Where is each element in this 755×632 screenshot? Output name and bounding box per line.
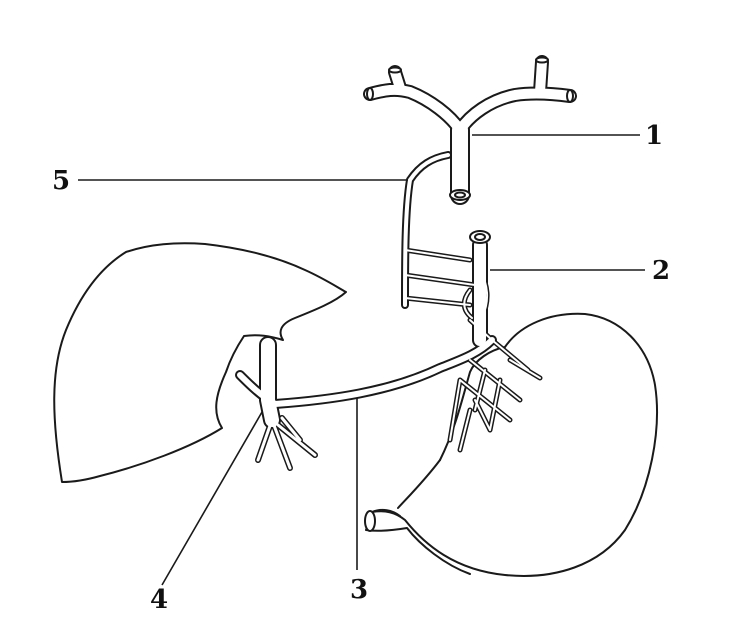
label-5: 5 bbox=[52, 166, 70, 196]
label-3: 3 bbox=[350, 575, 368, 605]
stomach-pylorus bbox=[364, 510, 376, 532]
vessel-network bbox=[235, 55, 577, 471]
label-4: 4 bbox=[150, 585, 168, 615]
leader-4 bbox=[161, 411, 263, 586]
stomach-lower-curve bbox=[397, 459, 441, 509]
label-1: 1 bbox=[645, 121, 663, 151]
label-2: 2 bbox=[652, 256, 670, 286]
liver bbox=[53, 242, 347, 483]
